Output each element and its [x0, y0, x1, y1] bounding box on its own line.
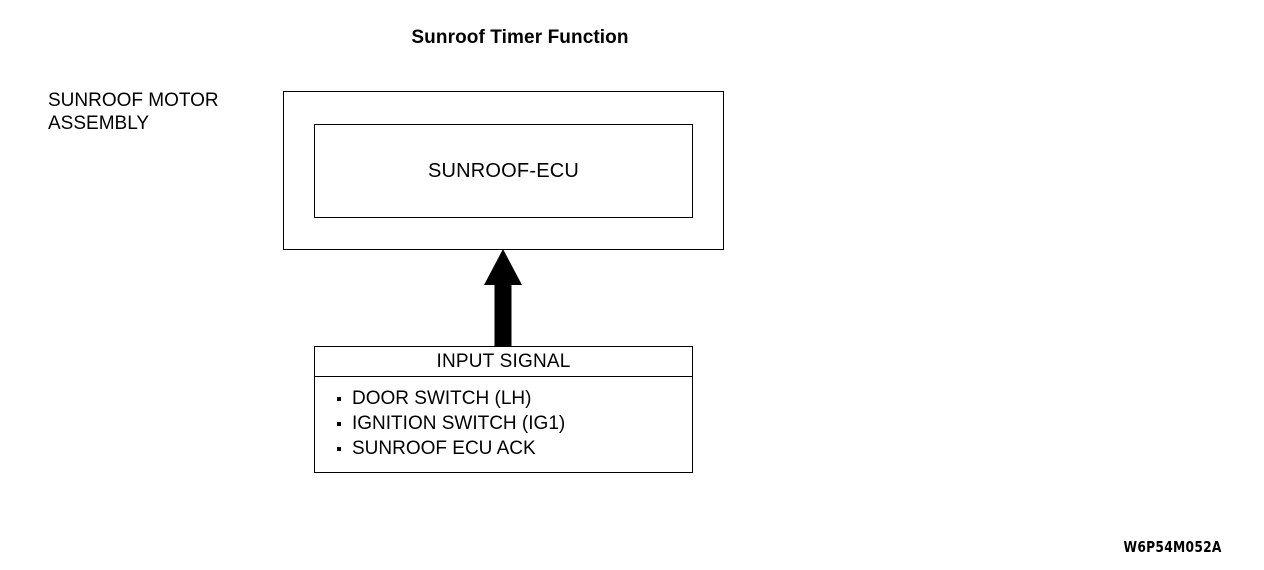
- bullet-icon: [337, 397, 341, 401]
- page-title: Sunroof Timer Function: [411, 27, 629, 48]
- input-signal-list: DOOR SWITCH (LH) IGNITION SWITCH (IG1) S…: [315, 377, 692, 461]
- list-item: DOOR SWITCH (LH): [337, 386, 692, 411]
- sunroof-ecu-box: SUNROOF-ECU: [314, 124, 693, 218]
- input-signal-header: INPUT SIGNAL: [315, 347, 692, 377]
- list-item: IGNITION SWITCH (IG1): [337, 411, 692, 436]
- input-signal-arrow-icon: [484, 249, 522, 347]
- sunroof-ecu-label: SUNROOF-ECU: [427, 159, 580, 182]
- list-item-label: DOOR SWITCH (LH): [352, 388, 532, 409]
- input-signal-box: INPUT SIGNAL DOOR SWITCH (LH) IGNITION S…: [314, 346, 693, 473]
- assembly-label-line-1: SUNROOF MOTOR: [48, 90, 219, 111]
- bullet-icon: [337, 422, 341, 426]
- list-item-label: SUNROOF ECU ACK: [352, 438, 536, 459]
- list-item-label: IGNITION SWITCH (IG1): [352, 413, 566, 434]
- assembly-label-line-2: ASSEMBLY: [48, 113, 150, 134]
- assembly-label: SUNROOF MOTOR ASSEMBLY: [48, 89, 219, 135]
- list-item: SUNROOF ECU ACK: [337, 436, 692, 461]
- input-signal-header-label: INPUT SIGNAL: [436, 350, 571, 372]
- bullet-icon: [337, 447, 341, 451]
- figure-code: W6P54M052A: [1123, 538, 1222, 556]
